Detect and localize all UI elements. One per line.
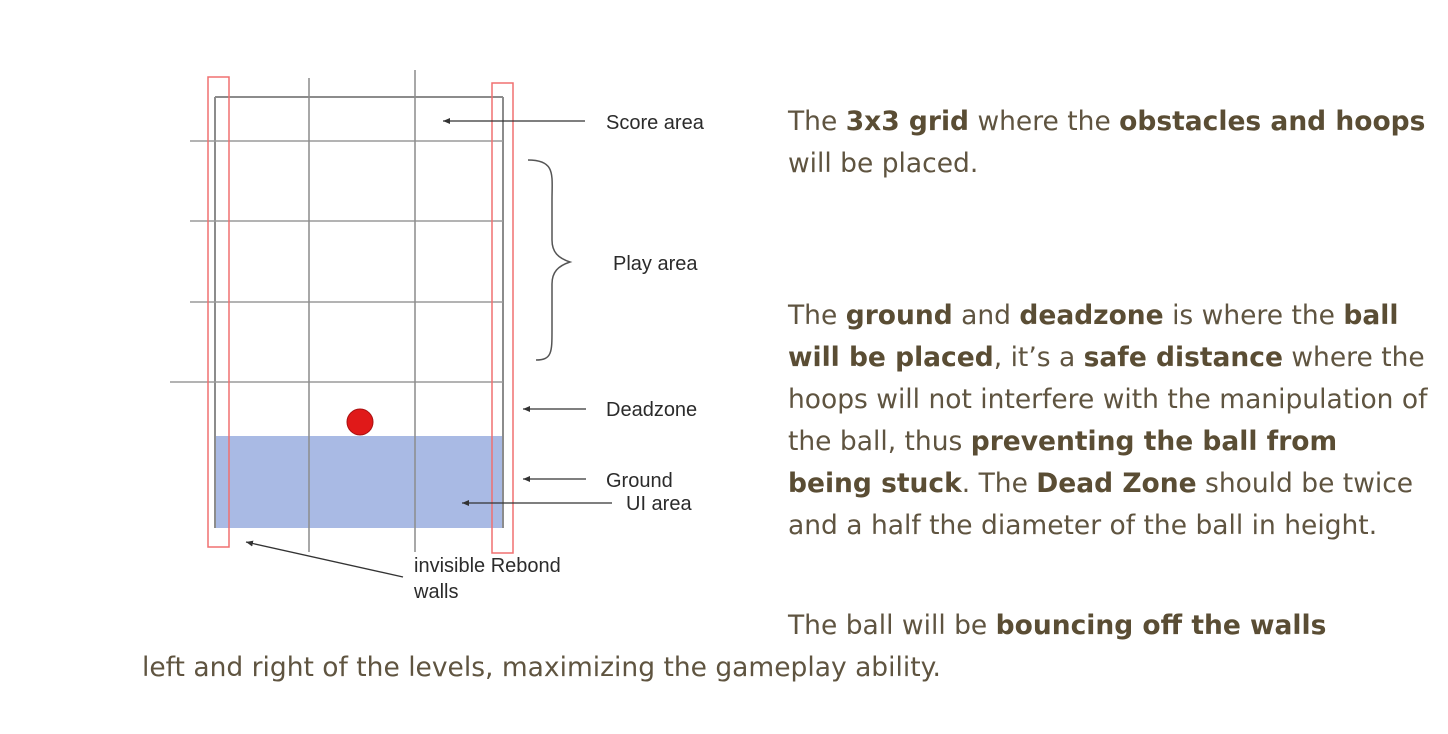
ground-deadzone-description: The ground and deadzone is where the bal… [788, 300, 1428, 541]
score-area-label: Score area [606, 112, 705, 134]
grid-vertical-lines [308, 70, 416, 552]
walls-arrow-icon [245, 540, 404, 578]
grid-description: The 3x3 grid where the obstacles and hoo… [788, 106, 1426, 179]
right-wall-outline [491, 82, 514, 554]
walls-label-line2: walls [413, 581, 458, 603]
walls-description-line1: The ball will be bouncing off the walls [788, 610, 1327, 641]
play-area-brace-icon [527, 159, 573, 361]
ui-area-label: UI area [626, 493, 692, 515]
ground-ui-area [215, 436, 503, 528]
game-layout-diagram: Score area Play area Deadzone Ground UI … [170, 70, 705, 603]
play-area-label: Play area [613, 253, 698, 275]
play-frame [214, 96, 504, 528]
ball [346, 408, 374, 436]
left-wall-outline [207, 76, 230, 548]
grid-horizontal-lines [170, 140, 503, 383]
deadzone-label: Deadzone [606, 399, 697, 421]
ground-label: Ground [606, 470, 673, 492]
walls-label-line1: invisible Rebond [414, 555, 561, 577]
walls-description-line2: left and right of the levels, maximizing… [142, 652, 941, 683]
